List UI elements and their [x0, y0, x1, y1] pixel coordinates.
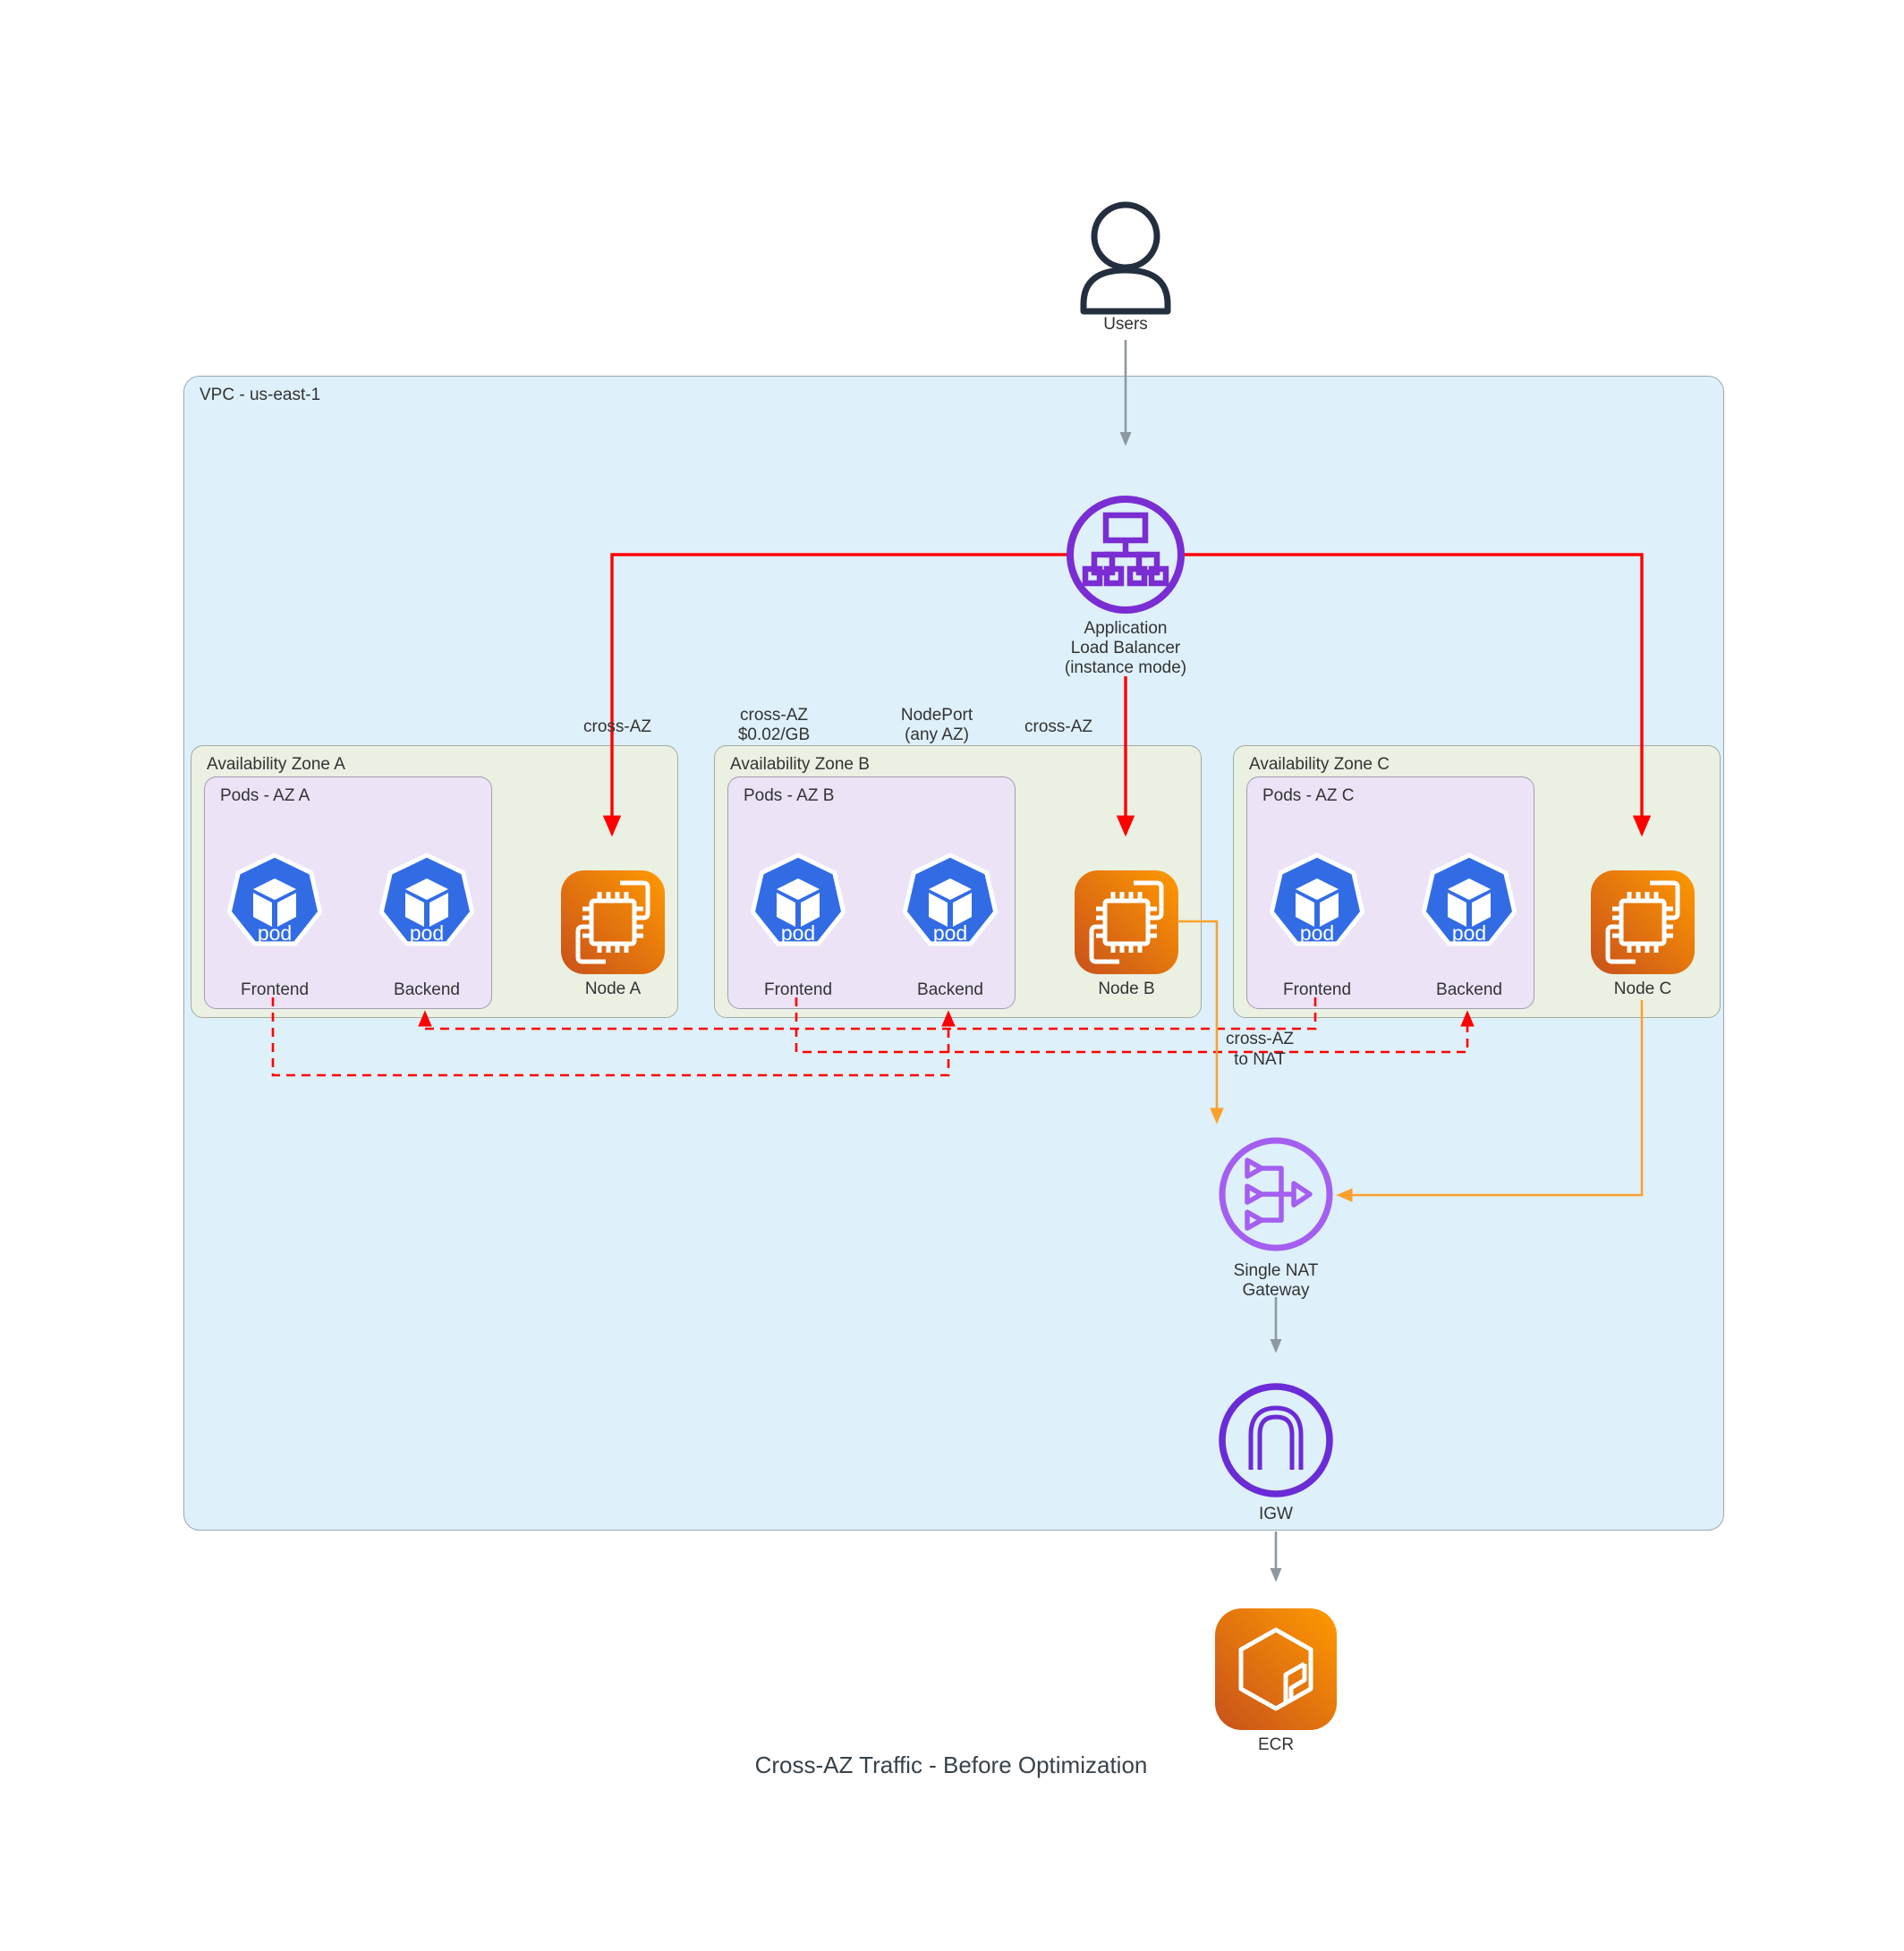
pod-icon-backend-c: pod	[1421, 853, 1517, 946]
node-a-icon	[561, 870, 665, 974]
edge-label-cross-az-left: cross-AZ	[583, 717, 651, 736]
users-label: Users	[1103, 315, 1148, 334]
edge-label-cross-az-cost: cross-AZ $0.02/GB	[702, 706, 846, 745]
availability-zone-a: Availability Zone A Pods - AZ A pod Fron…	[191, 745, 678, 1018]
node-a-label: Node A	[584, 980, 642, 998]
pods-group-b-label: Pods - AZ B	[744, 786, 835, 805]
node-b-label: Node B	[1098, 980, 1155, 998]
alb-label: Application Load Balancer (instance mode…	[1018, 619, 1233, 678]
pods-group-a-label: Pods - AZ A	[220, 786, 310, 805]
nat-gateway-icon	[1219, 1137, 1333, 1251]
edge-label-nodeport-line-1: NodePort	[900, 706, 973, 725]
vpc-label: VPC - us-east-1	[200, 386, 321, 404]
pods-group-a: Pods - AZ A pod Frontend pod Backend	[204, 776, 492, 1009]
edge-label-cross-az-cost-line-1: cross-AZ	[740, 706, 808, 725]
users-icon	[1080, 201, 1171, 315]
pod-icon-backend-b: pod	[902, 853, 999, 946]
pod-icon-frontend-a: pod	[226, 853, 323, 946]
pods-group-b: Pods - AZ B pod Frontend pod Backend	[727, 776, 1016, 1009]
alb-label-line-2: Load Balancer	[1070, 639, 1181, 657]
igw-label: IGW	[1259, 1505, 1293, 1523]
pod-icon-frontend-c: pod	[1269, 853, 1365, 946]
nat-gateway-label: Single NAT Gateway	[1186, 1261, 1365, 1301]
pods-group-c-label: Pods - AZ C	[1262, 786, 1355, 805]
alb-label-line-1: Application	[1084, 619, 1168, 638]
edge-label-cross-az-to-nat-line-2: to NAT	[1234, 1050, 1286, 1069]
az-b-label: Availability Zone B	[730, 755, 870, 774]
availability-zone-b: Availability Zone B Pods - AZ B pod Fron…	[714, 745, 1202, 1018]
alb-icon	[1067, 496, 1185, 614]
node-b-icon	[1075, 870, 1178, 974]
pod-label-frontend-b: Frontend	[763, 980, 833, 999]
pod-label-backend-a: Backend	[394, 980, 460, 999]
pod-icon-label: pod	[410, 921, 444, 945]
pod-icon-label: pod	[781, 921, 815, 945]
edge-label-cross-az-to-nat: cross-AZ to NAT	[1188, 1029, 1331, 1070]
ecr-icon	[1215, 1608, 1337, 1730]
pod-label-frontend-c: Frontend	[1282, 980, 1352, 999]
alb-label-line-3: (instance mode)	[1064, 658, 1187, 677]
edge-label-cross-az-right: cross-AZ	[1024, 717, 1092, 736]
availability-zone-c: Availability Zone C Pods - AZ C pod Fron…	[1233, 745, 1721, 1018]
az-a-label: Availability Zone A	[207, 755, 345, 774]
pod-icon-label: pod	[1300, 921, 1334, 945]
edge-label-nodeport-line-2: (any AZ)	[905, 725, 969, 744]
pod-icon-label: pod	[258, 921, 292, 945]
pod-icon-backend-a: pod	[378, 853, 475, 946]
nat-gateway-label-line-2: Gateway	[1242, 1281, 1310, 1300]
igw-icon	[1219, 1383, 1333, 1497]
az-c-label: Availability Zone C	[1249, 755, 1390, 774]
pod-icon-label: pod	[1452, 921, 1486, 945]
edge-label-cross-az-cost-line-2: $0.02/GB	[737, 725, 811, 744]
pod-label-backend-c: Backend	[1436, 980, 1502, 999]
node-c-icon	[1591, 870, 1695, 974]
pod-label-frontend-a: Frontend	[240, 980, 310, 999]
node-c-label: Node C	[1613, 980, 1672, 998]
diagram-title: Cross-AZ Traffic - Before Optimization	[754, 1752, 1148, 1778]
pod-icon-label: pod	[933, 921, 967, 945]
edge-label-nodeport: NodePort (any AZ)	[865, 706, 1008, 745]
pods-group-c: Pods - AZ C pod Frontend pod Backend	[1246, 776, 1534, 1009]
ecr-label: ECR	[1257, 1735, 1295, 1754]
pod-icon-frontend-b: pod	[750, 853, 846, 946]
edge-label-cross-az-to-nat-line-1: cross-AZ	[1226, 1030, 1294, 1048]
nat-gateway-label-line-1: Single NAT	[1233, 1261, 1319, 1280]
pod-label-backend-b: Backend	[917, 980, 983, 999]
